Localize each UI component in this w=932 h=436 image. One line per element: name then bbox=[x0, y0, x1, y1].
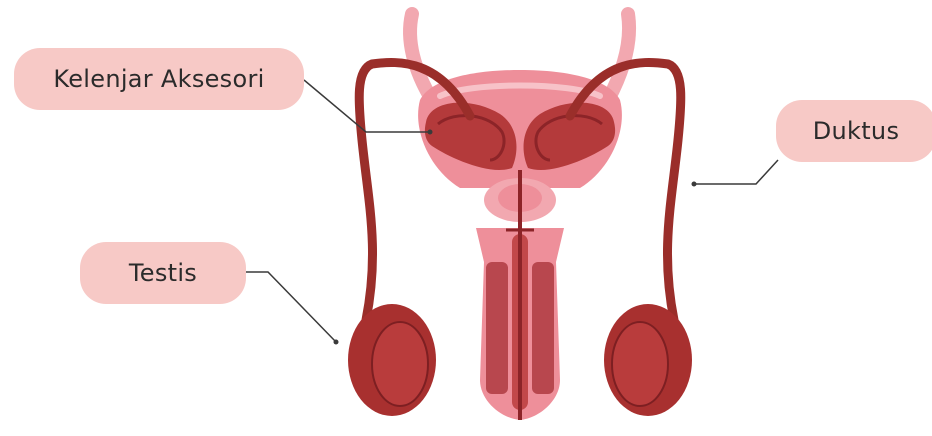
label-testis: Testis bbox=[80, 242, 246, 304]
leader-line-ducts bbox=[694, 160, 778, 184]
leader-line-testis bbox=[246, 272, 336, 342]
left-testis-inner bbox=[372, 322, 428, 406]
label-ducts: Duktus bbox=[776, 100, 932, 162]
leader-dot-ducts bbox=[692, 182, 697, 187]
left-ureter bbox=[410, 14, 432, 100]
right-corpus-cavernosum bbox=[532, 262, 554, 394]
right-testis-inner bbox=[612, 322, 668, 406]
leader-dot-testis bbox=[334, 340, 339, 345]
label-accessory-glands: Kelenjar Aksesori bbox=[14, 48, 304, 110]
leader-line-accessory-glands bbox=[304, 80, 430, 132]
leader-dot-accessory-glands bbox=[428, 130, 433, 135]
right-ureter bbox=[608, 14, 629, 100]
left-corpus-cavernosum bbox=[486, 262, 508, 394]
